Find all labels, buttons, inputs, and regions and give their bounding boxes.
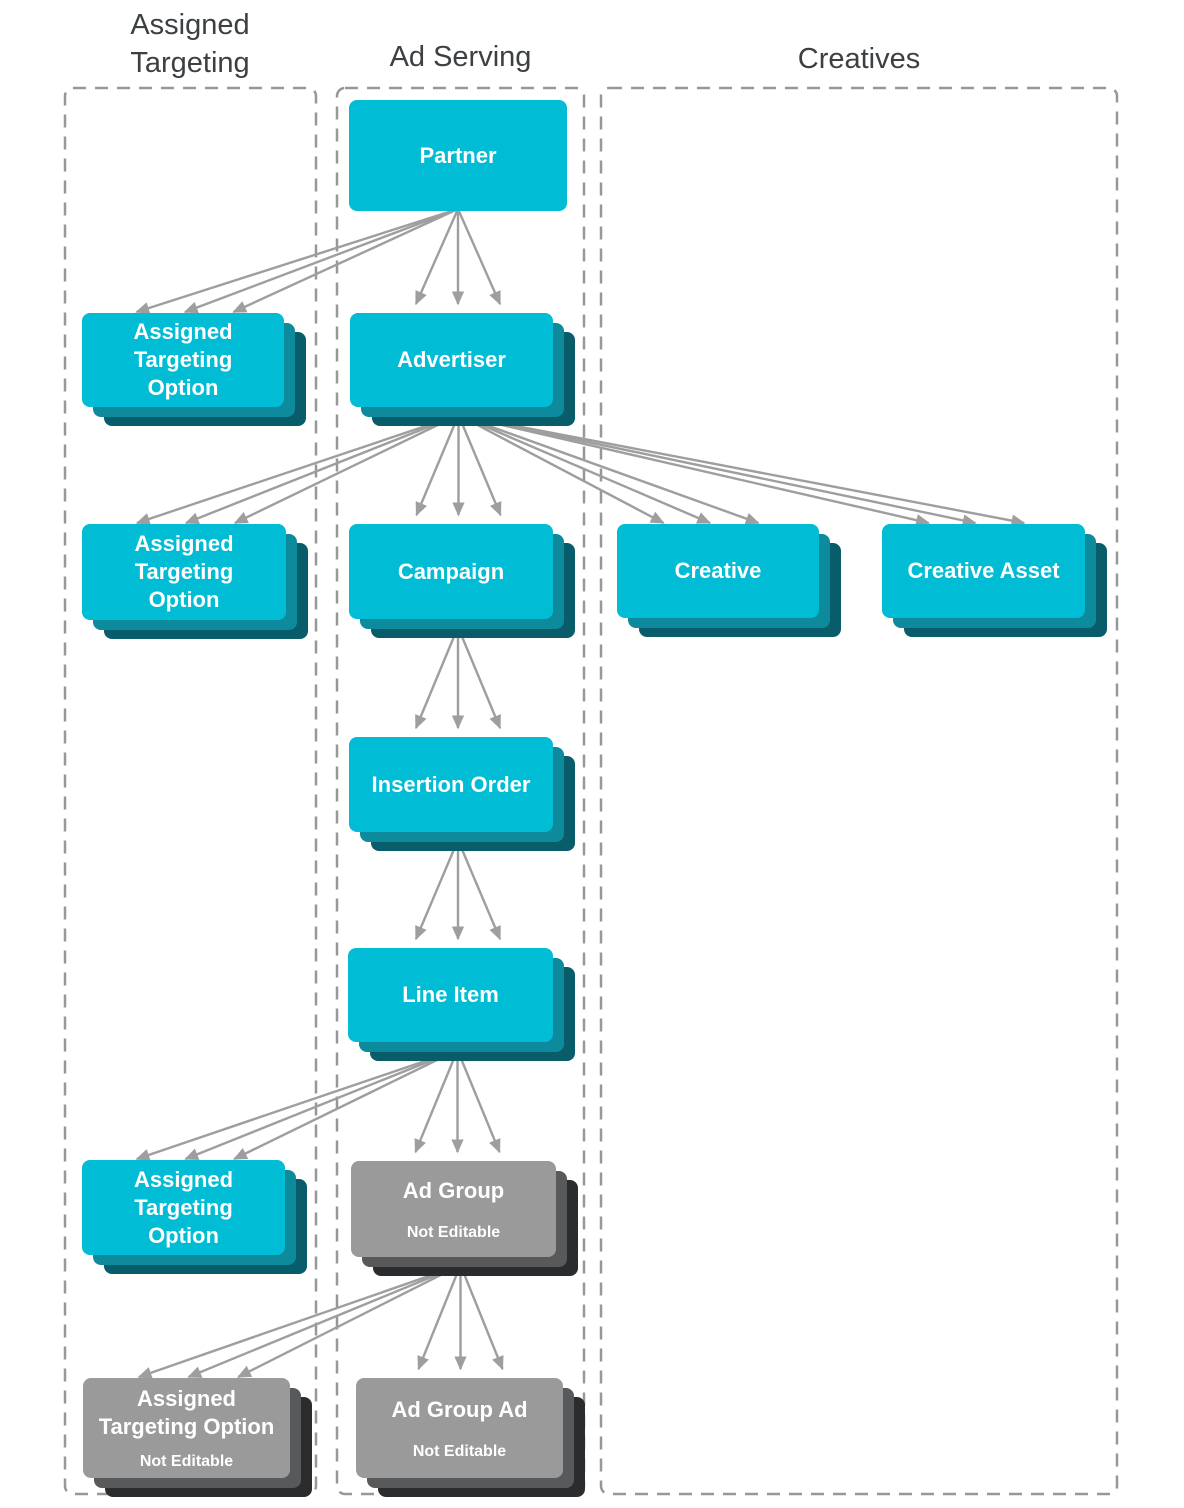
node-face xyxy=(882,524,1085,618)
node-ad-group: Ad Group Not Editable xyxy=(351,1161,578,1276)
node-creative: Creative xyxy=(617,524,841,637)
edge-arrow xyxy=(457,413,665,525)
column-border-assigned-targeting xyxy=(63,86,318,1496)
edge-arrow xyxy=(414,839,460,941)
node-label: Creative Asset xyxy=(907,558,1060,583)
node-label: Creative xyxy=(674,558,762,583)
node-label: Partner xyxy=(419,142,497,168)
node-insertion-order: Insertion Order xyxy=(349,737,575,851)
edge-arrow xyxy=(457,414,502,517)
edge-arrow xyxy=(232,1048,459,1161)
edge-arrow xyxy=(183,207,459,314)
edge-arrow xyxy=(137,1263,461,1379)
edge-arrow xyxy=(135,1048,458,1161)
node-sublabel-not-editable: Not Editable xyxy=(139,1453,234,1470)
edge-arrow xyxy=(458,413,1026,527)
edge-arrow xyxy=(414,1049,459,1154)
node-face xyxy=(82,1160,285,1255)
column-header-assigned-targeting: Assigned Targeting xyxy=(130,9,250,79)
node-assigned-targeting-option-advertiser: Assigned Targeting Option xyxy=(82,524,308,639)
node-face xyxy=(83,1378,290,1478)
node-label: Ad Group xyxy=(402,1177,505,1203)
node-creative-asset: Creative Asset xyxy=(882,524,1107,637)
node-face xyxy=(350,313,553,407)
node-label: Campaign xyxy=(397,558,505,584)
node-label: Line Item xyxy=(402,982,499,1007)
node-sublabel-not-editable: Not Editable xyxy=(406,1223,501,1241)
edge-arrow xyxy=(458,413,931,527)
edge-arrow xyxy=(232,207,459,314)
edge-arrow xyxy=(233,413,460,525)
node-assigned-targeting-option-line-item: Assigned Targeting Option xyxy=(82,1160,307,1274)
node-face xyxy=(617,524,819,618)
node-label: Assigned Targeting Option xyxy=(98,1386,275,1439)
edge-arrow xyxy=(414,626,460,730)
node-ad-group-ad: Ad Group Ad Not Editable xyxy=(356,1378,585,1497)
node-label: Ad Group Ad xyxy=(391,1396,528,1422)
node-assigned-targeting-option-partner: Assigned Targeting Option xyxy=(82,313,306,426)
node-label: Assigned Targeting Option xyxy=(134,531,234,612)
node-face xyxy=(82,524,286,620)
edge-arrow xyxy=(458,413,760,525)
edge-arrow xyxy=(135,413,459,525)
node-face xyxy=(349,524,553,619)
node-sublabel-not-editable: Not Editable xyxy=(412,1442,507,1460)
node-advertiser: Advertiser xyxy=(350,313,575,426)
edge-arrow xyxy=(237,1263,462,1379)
edge-arrow xyxy=(417,1264,462,1371)
edge-arrow xyxy=(459,1264,504,1371)
edge-arrow xyxy=(456,626,502,730)
node-label: Advertiser xyxy=(397,347,506,372)
column-header-ad-serving: Ad Serving xyxy=(389,41,532,73)
edge-arrow xyxy=(135,207,459,315)
node-label: Assigned Targeting Option xyxy=(133,1166,234,1248)
node-label: Assigned Targeting Option xyxy=(133,319,233,400)
edge-arrow xyxy=(187,1263,461,1379)
edge-arrow xyxy=(456,839,502,941)
node-campaign: Campaign xyxy=(349,524,575,638)
edge-arrow xyxy=(456,208,502,306)
edge-arrow xyxy=(415,414,460,517)
node-face xyxy=(349,737,553,832)
node-face xyxy=(82,313,284,407)
node-label: Insertion Order xyxy=(371,771,531,797)
edge-arrow xyxy=(184,413,459,525)
node-face xyxy=(356,1378,563,1478)
edge-arrow xyxy=(458,413,712,525)
edge-arrow xyxy=(184,1048,458,1161)
node-face xyxy=(348,948,553,1042)
node-partner: Partner xyxy=(349,100,567,211)
edge-arrow xyxy=(414,208,460,306)
edge-arrow xyxy=(456,1049,501,1154)
edge-arrow xyxy=(458,413,977,527)
node-line-item: Line Item xyxy=(348,948,575,1061)
column-header-creatives: Creatives xyxy=(797,43,921,75)
node-assigned-targeting-option-ad-group: Assigned Targeting Option Not Editable xyxy=(83,1378,312,1497)
column-border-creatives xyxy=(599,86,1119,1496)
node-face xyxy=(349,100,567,211)
node-face xyxy=(351,1161,556,1257)
